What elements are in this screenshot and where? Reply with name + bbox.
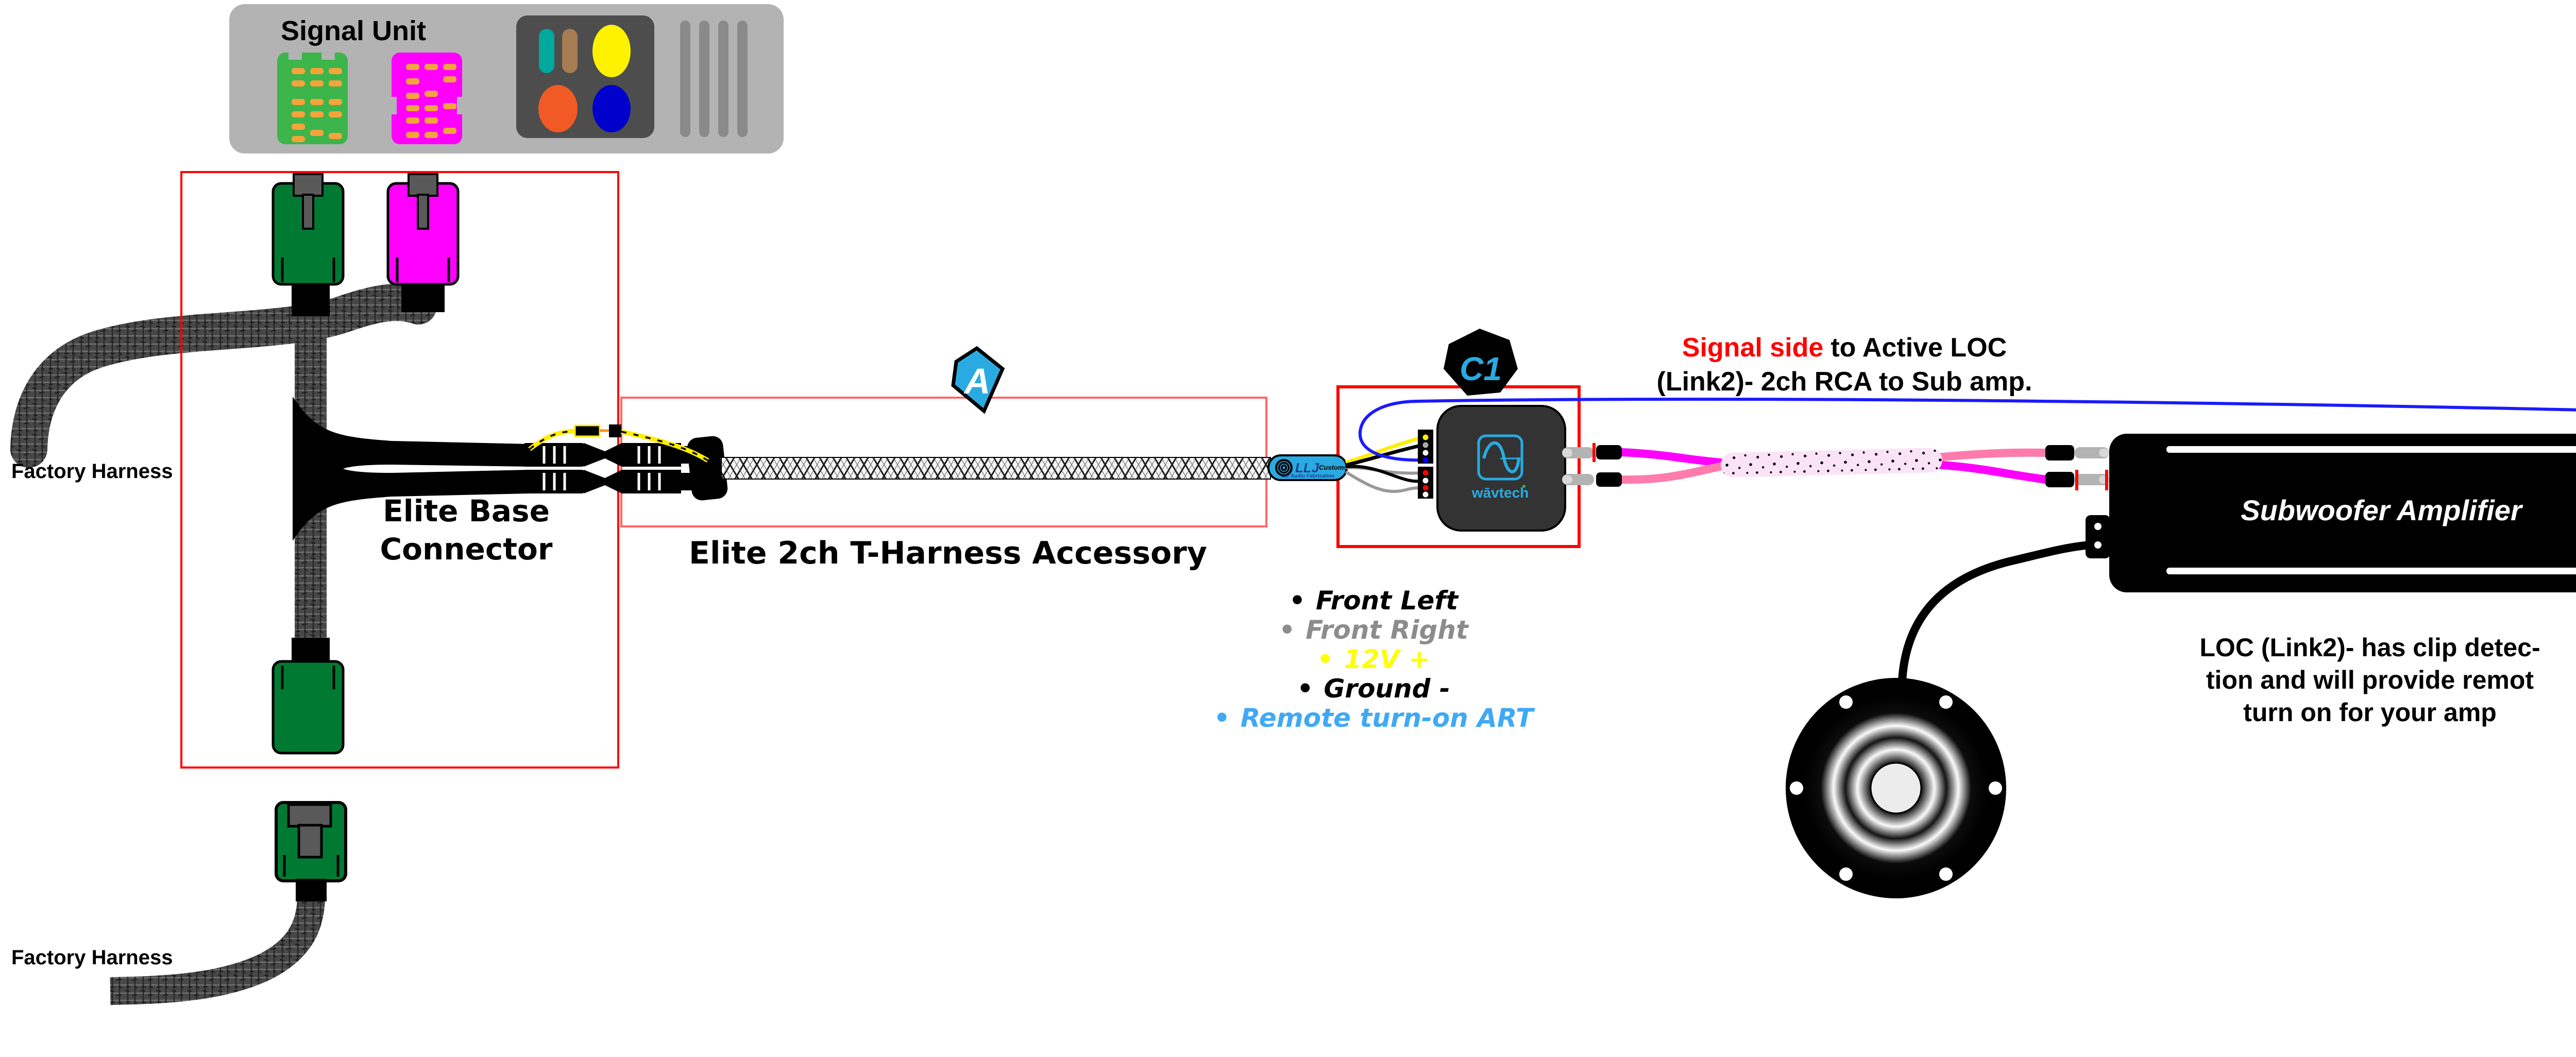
braided-harness-cable — [721, 457, 1271, 480]
signal-unit — [229, 4, 784, 154]
rca-plug-loc-left — [1562, 443, 1622, 487]
caf-brand-label: Car Audio Fabrication — [1281, 473, 1334, 479]
loc-wire-legend: •Front Left •Front Right •12V + •Ground … — [1214, 586, 1535, 733]
badge-c1: C1 — [1444, 329, 1518, 396]
subwoofer-speaker — [1786, 541, 2091, 898]
base-magenta-connector — [386, 173, 460, 286]
badge-a: A — [951, 346, 1005, 414]
signal-unit-magenta-connector — [389, 53, 464, 144]
signal-unit-green-connector — [277, 52, 348, 144]
rca-plug-amp-right — [2045, 445, 2109, 490]
legend-front-left: •Front Left — [1289, 586, 1459, 616]
wavtech-logo-icon — [1477, 434, 1523, 481]
amp-speaker-terminal — [2086, 515, 2110, 558]
amplifier-label: Subwoofer Amplifier — [2241, 494, 2523, 526]
legend-12v: •12V + — [1317, 644, 1430, 674]
legend-remote: •Remote turn-on ART — [1214, 703, 1535, 733]
legend-front-right: •Front Right — [1279, 615, 1469, 645]
signal-note-rest: to Active LOC — [1831, 333, 2007, 363]
elite-base-box — [180, 171, 619, 769]
subwoofer-amplifier — [2086, 434, 2576, 592]
rca-sleeve — [1721, 448, 1942, 478]
elite-base-label-line1: Elite Base — [383, 493, 550, 528]
factory-harness-top-label: Factory Harness — [11, 460, 173, 483]
signal-note-line2: (Link2)- 2ch RCA to Sub amp. — [1657, 367, 2032, 397]
badge-c1-label: C1 — [1460, 350, 1502, 387]
signal-unit-title: Signal Unit — [281, 15, 426, 46]
wavtech-brand-label: wāvtech — [1471, 485, 1529, 501]
caf-initials: LLJ — [1295, 460, 1319, 475]
amp-note-line3: turn on for your amp — [2243, 698, 2497, 727]
remote-turn-on-wire — [1358, 398, 2576, 462]
yellow-accessory-wire — [528, 424, 709, 463]
t-harness-label: Elite 2ch T-Harness Accessory — [689, 535, 1207, 571]
legend-ground: •Ground - — [1297, 674, 1450, 704]
speaker-mounting-holes — [1790, 695, 2002, 881]
factory-harness-green-connector — [275, 801, 347, 901]
badge-a-label: A — [963, 361, 991, 401]
elite-base-label-line2: Connector — [380, 532, 553, 567]
signal-note-highlight: Signal side — [1682, 333, 1824, 363]
amp-note-line1: LOC (Link2)- has clip detec- — [2199, 633, 2540, 662]
loc-terminal-strips — [1418, 430, 1433, 499]
teal-pill — [539, 29, 554, 73]
rca-cables — [1562, 443, 2109, 490]
brown-pill — [562, 29, 578, 73]
base-green-connector — [272, 173, 345, 286]
yellow-dot — [592, 25, 631, 77]
caf-capsule-connector: LLJ Customs Car Audio Fabrication — [1267, 454, 1348, 481]
signal-unit-vents — [680, 21, 748, 137]
orange-dot — [538, 85, 578, 132]
factory-harness-bottom-label: Factory Harness — [11, 946, 173, 969]
amp-note-line2: tion and will provide remot — [2206, 666, 2534, 694]
factory-harness-top-cable — [10, 284, 437, 468]
caf-customs-label: Customs — [1319, 464, 1348, 471]
signal-unit-panel — [516, 15, 654, 138]
base-bottom-green-connector — [272, 660, 345, 755]
t-junction — [293, 397, 728, 541]
loc-input-wires — [1345, 435, 1423, 493]
factory-harness-bottom-cable — [110, 898, 325, 1005]
blue-dot — [592, 85, 631, 132]
loc-unit: wāvtech — [1436, 405, 1566, 532]
speaker-wire — [1898, 541, 2091, 681]
speaker-dust-cap — [1870, 762, 1922, 814]
